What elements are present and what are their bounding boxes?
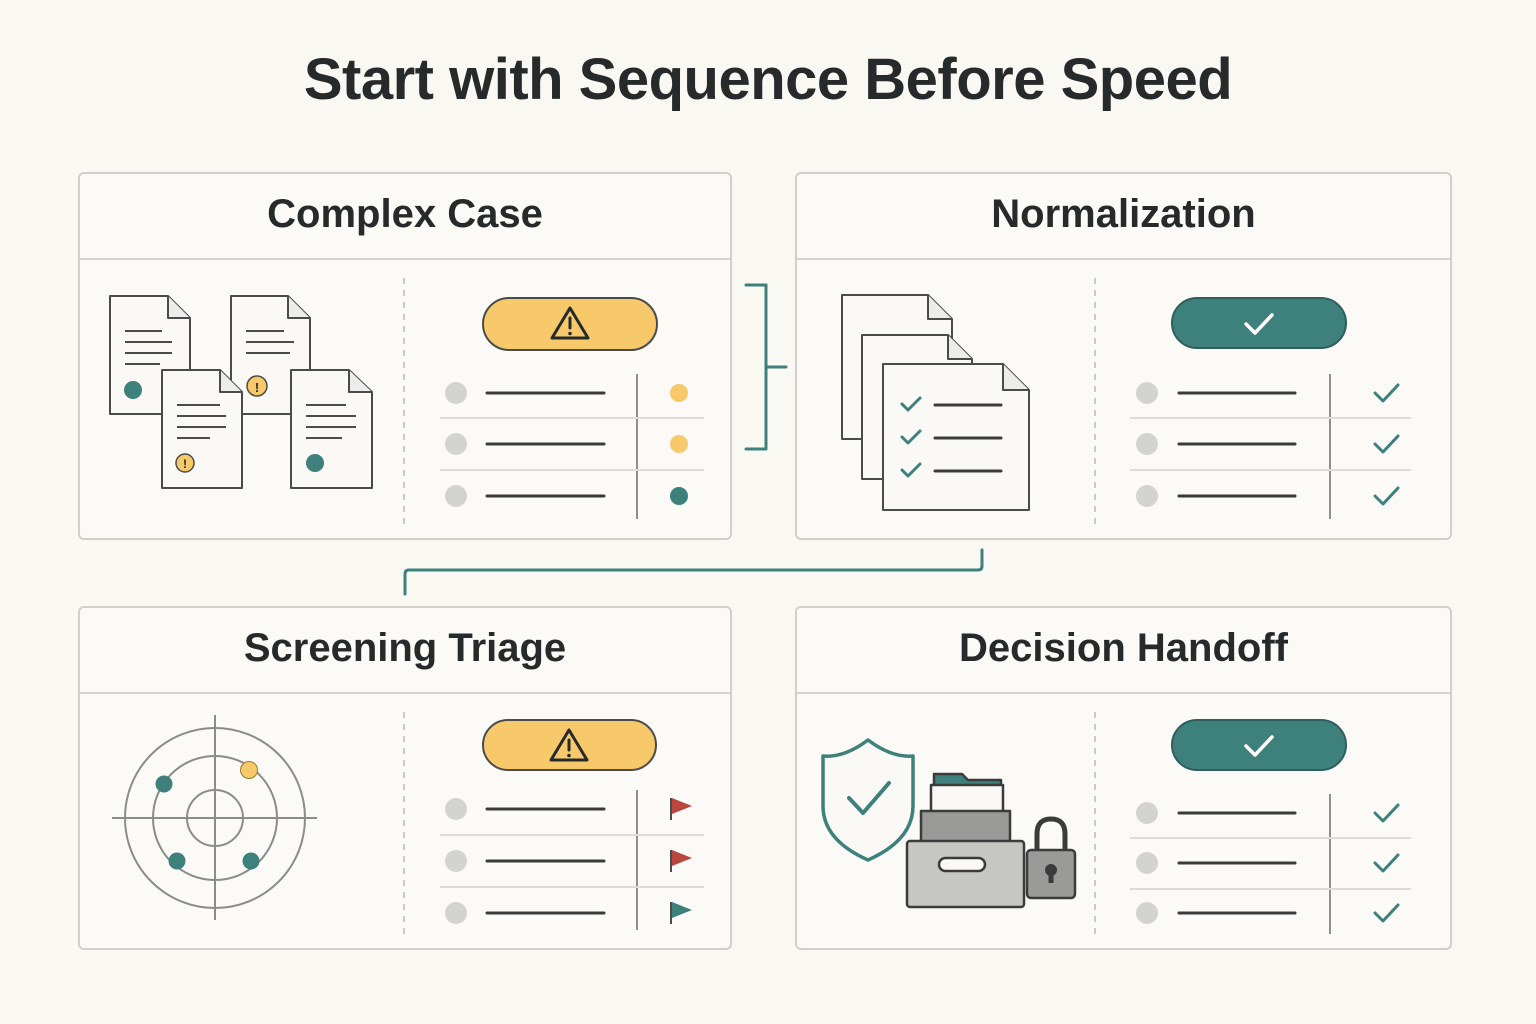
panel-header: Normalization [797, 174, 1450, 260]
panel-title: Decision Handoff [959, 625, 1288, 670]
list-item [1136, 902, 1400, 924]
bracket-connector [744, 283, 788, 451]
check-icon [1244, 313, 1274, 335]
check-icon [1373, 434, 1400, 454]
list-item [445, 902, 692, 924]
panel-normalization: Normalization [795, 172, 1452, 540]
alert-badge-icon: ! [246, 375, 268, 397]
check-icon [1373, 853, 1400, 873]
check-icon [1373, 383, 1400, 403]
panel-title: Screening Triage [243, 625, 567, 670]
panel-header: Complex Case [80, 174, 730, 260]
list-item [1136, 433, 1400, 455]
status-list [440, 374, 704, 519]
panel-content [112, 712, 704, 938]
document-stack-icon: ! ! [109, 295, 373, 489]
document-icon [290, 369, 373, 489]
check-icon [847, 781, 891, 815]
lock-icon [1025, 816, 1077, 900]
red-flag-icon [670, 798, 692, 820]
list-item [1136, 852, 1400, 874]
status-list [1130, 374, 1411, 519]
check-icon [1373, 903, 1400, 923]
warning-icon [550, 306, 590, 340]
panel-title: Normalization [991, 191, 1256, 236]
panel-screening-triage: Screening Triage [78, 606, 732, 950]
document-icon: ! [161, 369, 243, 489]
checklist-documents-icon [841, 294, 1030, 511]
panel-content: ! ! [109, 278, 704, 526]
list-item [445, 382, 688, 404]
panel-header: Screening Triage [80, 608, 730, 694]
red-flag-icon [670, 850, 692, 872]
check-icon [900, 462, 922, 478]
panel-complex-case: Complex Case ! [78, 172, 732, 540]
list-item [445, 798, 692, 820]
panel-title: Complex Case [267, 191, 543, 236]
panel-content [821, 712, 1411, 938]
list-item [1136, 485, 1400, 507]
radar-icon [112, 715, 317, 920]
status-pill [482, 297, 658, 351]
warning-icon [549, 728, 589, 762]
check-icon [900, 429, 922, 445]
list-item [445, 433, 688, 455]
check-icon [1244, 735, 1274, 757]
secure-archive-icon [821, 738, 1077, 909]
teal-flag-icon [670, 902, 692, 924]
status-list [1130, 794, 1411, 934]
elbow-connector [403, 548, 984, 596]
check-icon [900, 396, 922, 412]
status-pill [1171, 297, 1347, 349]
status-list [440, 790, 704, 930]
panel-header: Decision Handoff [797, 608, 1450, 694]
teal-dot-icon [670, 487, 688, 505]
status-pill [1171, 719, 1347, 771]
check-icon [1373, 803, 1400, 823]
svg-text:!: ! [255, 380, 259, 395]
list-item [445, 485, 688, 507]
shield-icon [821, 738, 915, 862]
page-title: Start with Sequence Before Speed [303, 47, 1233, 112]
file-box-icon [905, 772, 1026, 909]
panel-content [841, 278, 1411, 526]
amber-dot-icon [670, 384, 688, 402]
svg-text:!: ! [183, 457, 187, 471]
list-item [445, 850, 692, 872]
list-item [1136, 802, 1400, 824]
amber-dot-icon [670, 435, 688, 453]
check-icon [1373, 486, 1400, 506]
list-item [1136, 382, 1400, 404]
panel-decision-handoff: Decision Handoff [795, 606, 1452, 950]
status-pill [482, 719, 657, 771]
